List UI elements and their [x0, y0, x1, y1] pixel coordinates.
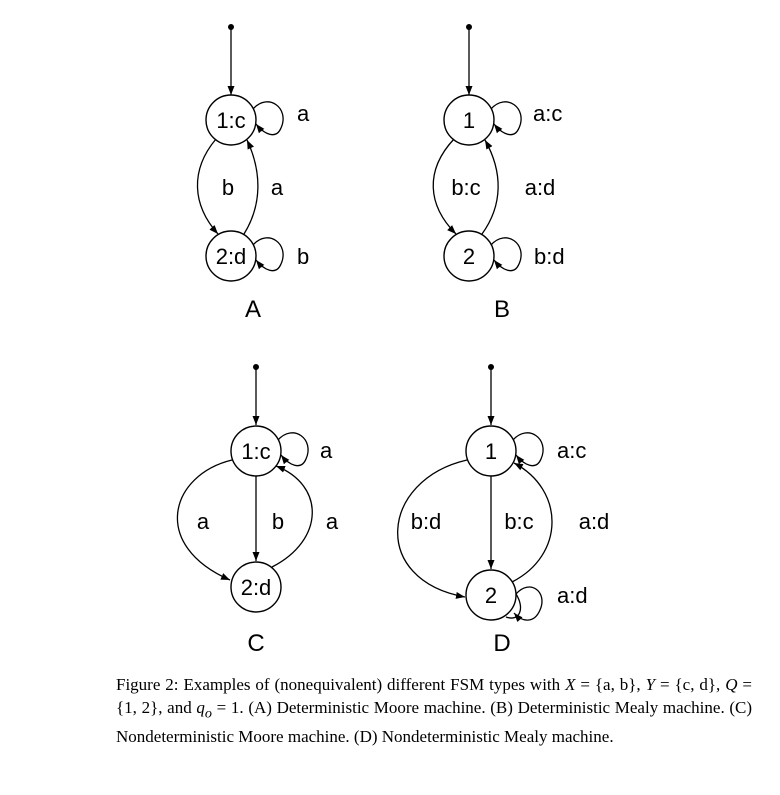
- edge-label-loop-top: a: [297, 101, 310, 126]
- state-1-label: 1:c: [216, 108, 245, 133]
- loop-edge-top: [277, 432, 309, 467]
- loop-edge-bottom: [252, 237, 284, 272]
- state-1-label: 1: [463, 108, 475, 133]
- caption-q: Q: [725, 675, 738, 694]
- panel-c: 1:c 2:d a a b a C: [176, 364, 339, 657]
- panel-letter: B: [494, 296, 510, 323]
- loop-edge-top: [490, 101, 522, 136]
- edge-2-to-1: [271, 465, 313, 568]
- state-1-label: 1: [485, 439, 497, 464]
- figure-caption: Figure 2: Examples of (nonequivalent) di…: [116, 673, 752, 748]
- loop-edge-bottom: [490, 237, 522, 272]
- caption-q0-sub: o: [204, 705, 212, 722]
- caption-x-set: = {a, b},: [580, 675, 641, 694]
- edge-1-to-2: [196, 138, 219, 235]
- loop-edge-top: [252, 101, 284, 136]
- loop-edge-bottom: [506, 586, 543, 620]
- start-dot: [488, 364, 494, 370]
- edge-label-down: b:c: [451, 175, 480, 200]
- state-1: [205, 94, 257, 146]
- edge-label-loop-top: a:c: [557, 438, 586, 463]
- caption-q0-val: = 1.: [216, 698, 244, 717]
- panel-b: 1 2 a:c b:c a:d b:d B: [432, 24, 565, 323]
- start-dot: [253, 364, 259, 370]
- edge-label-up: a:d: [579, 509, 610, 534]
- edge-label-loop-bottom: b: [297, 244, 309, 269]
- state-2: [230, 561, 282, 613]
- edge-2-to-1: [243, 139, 259, 235]
- edge-label-left: b:d: [411, 509, 442, 534]
- caption-lead: Figure 2: Examples of (nonequivalent) di…: [116, 675, 561, 694]
- state-2: [443, 230, 495, 282]
- edge-label-loop-top: a: [320, 438, 333, 463]
- caption-y-set: = {c, d},: [660, 675, 721, 694]
- caption-q0: q: [196, 698, 205, 717]
- edge-label-straight: b:c: [504, 509, 533, 534]
- state-2: [205, 230, 257, 282]
- state-1: [443, 94, 495, 146]
- edge-label-loop-bottom: a:d: [557, 583, 588, 608]
- state-2-label: 2:d: [216, 244, 247, 269]
- caption-x: X: [565, 675, 576, 694]
- edge-1-to-2: [432, 138, 457, 235]
- state-2-label: 2: [485, 583, 497, 608]
- edge-1-to-2-left: [397, 459, 468, 599]
- edge-label-up: a: [326, 509, 339, 534]
- edge-label-loop-bottom: b:d: [534, 244, 565, 269]
- start-dot: [228, 24, 234, 30]
- panel-letter: C: [247, 630, 264, 657]
- edge-label-straight: b: [272, 509, 284, 534]
- edge-label-loop-top: a:c: [533, 101, 562, 126]
- panel-a: 1:c 2:d a b a b A: [196, 24, 310, 323]
- state-2-label: 2:d: [241, 575, 272, 600]
- panel-d: 1 2 a:c b:d b:c a:d a:d D: [397, 364, 610, 657]
- panel-letter: D: [493, 630, 510, 657]
- edge-label-down: b: [222, 175, 234, 200]
- edge-1-to-2-left: [176, 459, 233, 581]
- edge-label-left: a: [197, 509, 210, 534]
- caption-y: Y: [645, 675, 656, 694]
- edge-label-up: a: [271, 175, 284, 200]
- state-2-label: 2: [463, 244, 475, 269]
- edge-2-to-1: [511, 462, 553, 583]
- caption-rest: (A) Deterministic Moore machine. (B) Det…: [116, 698, 753, 747]
- state-1-label: 1:c: [241, 439, 270, 464]
- edge-2-to-1: [481, 139, 499, 235]
- start-dot: [466, 24, 472, 30]
- panel-letter: A: [245, 296, 261, 323]
- edge-label-up: a:d: [525, 175, 556, 200]
- loop-edge-top: [512, 432, 544, 467]
- caption-q-set: = {1, 2}, and: [116, 675, 753, 717]
